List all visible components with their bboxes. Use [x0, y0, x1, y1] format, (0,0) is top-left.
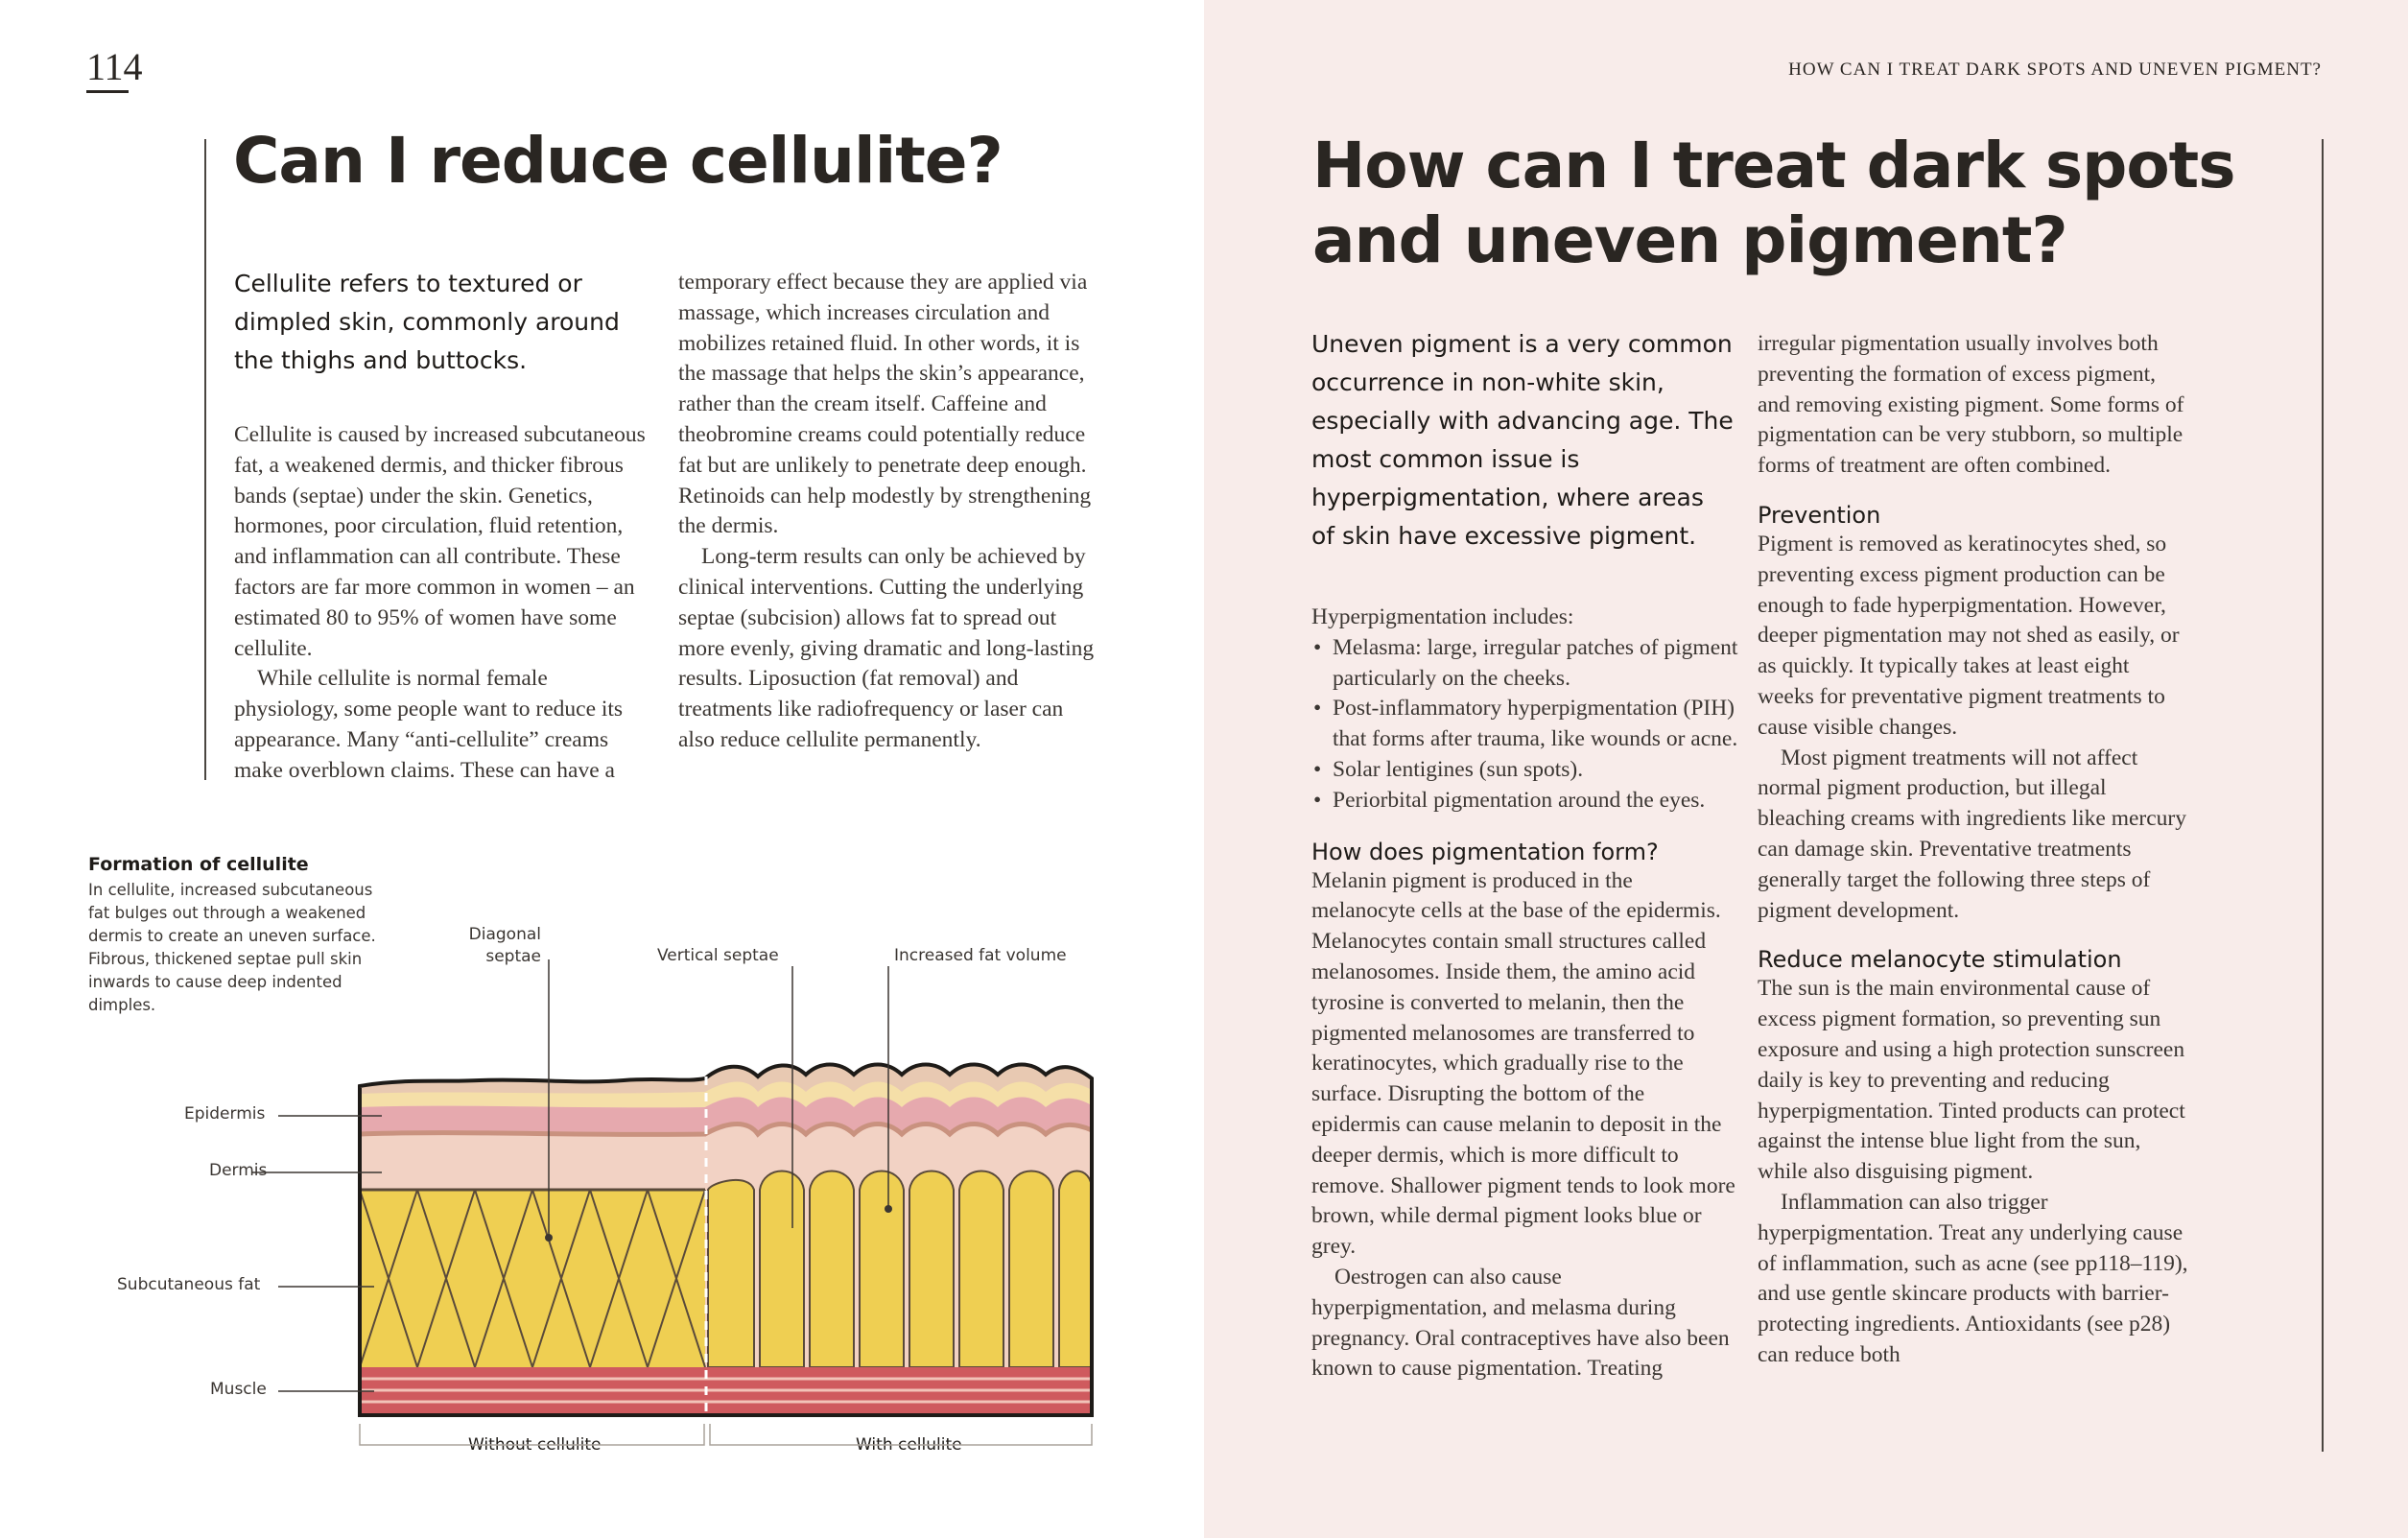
bottom-brackets [359, 1424, 1093, 1446]
left-intro: Cellulite refers to textured or dimpled … [234, 270, 620, 374]
right-title-line: and uneven pigment? [1312, 203, 2068, 277]
figure-caption: In cellulite, increased subcutaneous fat… [88, 881, 376, 1014]
left-page-title: Can I reduce cellulite? [233, 124, 1003, 198]
list-intro: Hyperpigmentation includes: [1311, 604, 1574, 629]
skin-cross-section [360, 1064, 1092, 1415]
list-item: Solar lentigines (sun spots). [1311, 755, 1738, 786]
cellulite-diagram [251, 959, 1094, 1446]
leader-lines [251, 959, 889, 1392]
list-item: Post-inflammatory hyperpigmentation (PIH… [1311, 694, 1738, 755]
label-vertical-septae: Vertical septae [657, 946, 779, 965]
label-increased-fat: Increased fat volume [894, 946, 1067, 965]
right-page-title: How can I treat dark spots and uneven pi… [1312, 129, 2236, 278]
right-title-line: How can I treat dark spots [1312, 129, 2236, 202]
label-muscle: Muscle [210, 1380, 267, 1399]
figure-title: Formation of cellulite [88, 854, 309, 875]
right-paragraph: Melanin pigment is produced in the melan… [1311, 867, 1735, 1260]
left-col1-paragraph: While cellulite is normal female physiol… [234, 666, 624, 783]
label-dermis: Dermis [209, 1161, 268, 1180]
left-vertical-rule [204, 139, 206, 780]
subhead-prevention: Prevention [1758, 501, 1881, 529]
subhead-reduce-melanocyte: Reduce melanocyte stimulation [1758, 946, 2122, 974]
label-diagonal-septae: Diagonal septae [468, 925, 541, 966]
right-paragraph: irregular pigmentation usually involves … [1758, 331, 2184, 479]
left-col2-paragraph: Long-term results can only be achieved b… [678, 544, 1095, 752]
leader-dot [545, 1234, 553, 1242]
right-column-1: Hyperpigmentation includes: Melasma: lar… [1311, 603, 1738, 1384]
page-number: 114 [86, 45, 143, 88]
left-column-2: temporary effect because they are applie… [678, 268, 1100, 756]
page-number-rule [86, 90, 129, 93]
running-head: HOW CAN I TREAT DARK SPOTS AND UNEVEN PI… [1788, 59, 2322, 80]
dermis-wave-line [360, 1122, 1092, 1138]
right-paragraph: Most pigment treatments will not affect … [1758, 745, 2186, 923]
label-epidermis: Epidermis [184, 1104, 266, 1124]
diagonal-septae [360, 1188, 706, 1368]
list-item: Periorbital pigmentation around the eyes… [1311, 786, 1738, 816]
right-paragraph: Oestrogen can also cause hyperpigmentati… [1311, 1264, 1730, 1382]
list-item: Melasma: large, irregular patches of pig… [1311, 633, 1738, 695]
right-vertical-rule [2322, 139, 2324, 1452]
label-subcutaneous-fat: Subcutaneous fat [117, 1275, 261, 1294]
leader-dot [885, 1205, 892, 1213]
right-paragraph: The sun is the main environmental cause … [1758, 976, 2185, 1185]
epidermis-band [360, 1081, 1092, 1108]
subhead-pigmentation-form: How does pigmentation form? [1311, 838, 1659, 865]
hyperpigmentation-list: Melasma: large, irregular patches of pig… [1311, 633, 1738, 816]
pink-dermis-band [360, 1097, 1092, 1135]
right-paragraph: Inflammation can also trigger hyperpigme… [1758, 1189, 2188, 1367]
left-col1-paragraph: Cellulite is caused by increased subcuta… [234, 422, 646, 661]
right-column-2: irregular pigmentation usually involves … [1758, 329, 2189, 1371]
right-intro: Uneven pigment is a very common occurren… [1311, 330, 1734, 550]
left-column-1: Cellulite is caused by increased subcuta… [234, 420, 647, 787]
fat-chambers-with [707, 1170, 1092, 1368]
fat-layer-without [360, 1190, 705, 1367]
left-col2-paragraph: temporary effect because they are applie… [678, 270, 1092, 539]
right-paragraph: Pigment is removed as keratinocytes shed… [1758, 531, 2180, 740]
muscle-fibers [360, 1377, 1092, 1404]
